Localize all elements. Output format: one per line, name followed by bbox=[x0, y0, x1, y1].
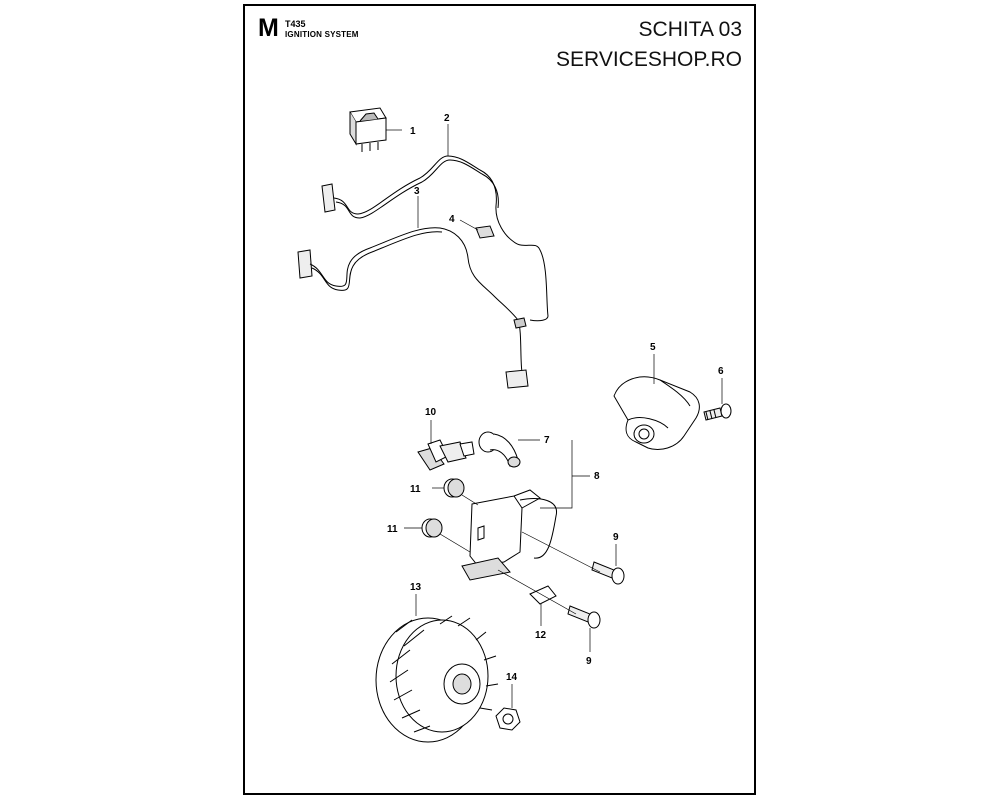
screw-part-9b bbox=[567, 605, 601, 652]
screw-part-6 bbox=[703, 378, 732, 421]
callout-9a: 9 bbox=[613, 532, 619, 543]
section-letter: M bbox=[258, 14, 279, 42]
spacer-upper bbox=[432, 478, 465, 498]
wire-lower bbox=[297, 196, 529, 389]
sheet-number: SCHITA 03 bbox=[638, 18, 742, 41]
callout-4: 4 bbox=[449, 214, 455, 225]
callout-10: 10 bbox=[425, 407, 437, 418]
flywheel-nut bbox=[495, 684, 521, 731]
callout-7: 7 bbox=[544, 435, 550, 446]
callout-12: 12 bbox=[535, 630, 547, 641]
callout-5: 5 bbox=[650, 342, 656, 353]
callout-1: 1 bbox=[410, 126, 416, 137]
callout-9b: 9 bbox=[586, 656, 592, 667]
plug-boot bbox=[478, 431, 540, 468]
site-name: SERVICESHOP.RO bbox=[556, 48, 742, 71]
ignition-module bbox=[461, 440, 590, 581]
flywheel bbox=[375, 594, 499, 743]
callout-14: 14 bbox=[506, 672, 518, 683]
spark-plug bbox=[417, 420, 475, 471]
callout-6: 6 bbox=[718, 366, 724, 377]
model-code: T435 bbox=[285, 19, 306, 29]
switch-part bbox=[349, 107, 402, 152]
clip-part bbox=[459, 219, 495, 239]
callout-8: 8 bbox=[594, 471, 600, 482]
callout-2: 2 bbox=[444, 113, 450, 124]
spacer-lower bbox=[404, 518, 443, 538]
callout-13: 13 bbox=[410, 582, 422, 593]
screw-part-9a bbox=[591, 544, 625, 585]
section-title: IGNITION SYSTEM bbox=[285, 30, 359, 39]
bracket-part bbox=[529, 585, 557, 626]
callout-3: 3 bbox=[414, 186, 420, 197]
wire-upper bbox=[321, 124, 549, 322]
callout-11b: 11 bbox=[387, 524, 398, 535]
callout-11a: 11 bbox=[410, 484, 421, 495]
ignition-cover bbox=[613, 354, 700, 450]
